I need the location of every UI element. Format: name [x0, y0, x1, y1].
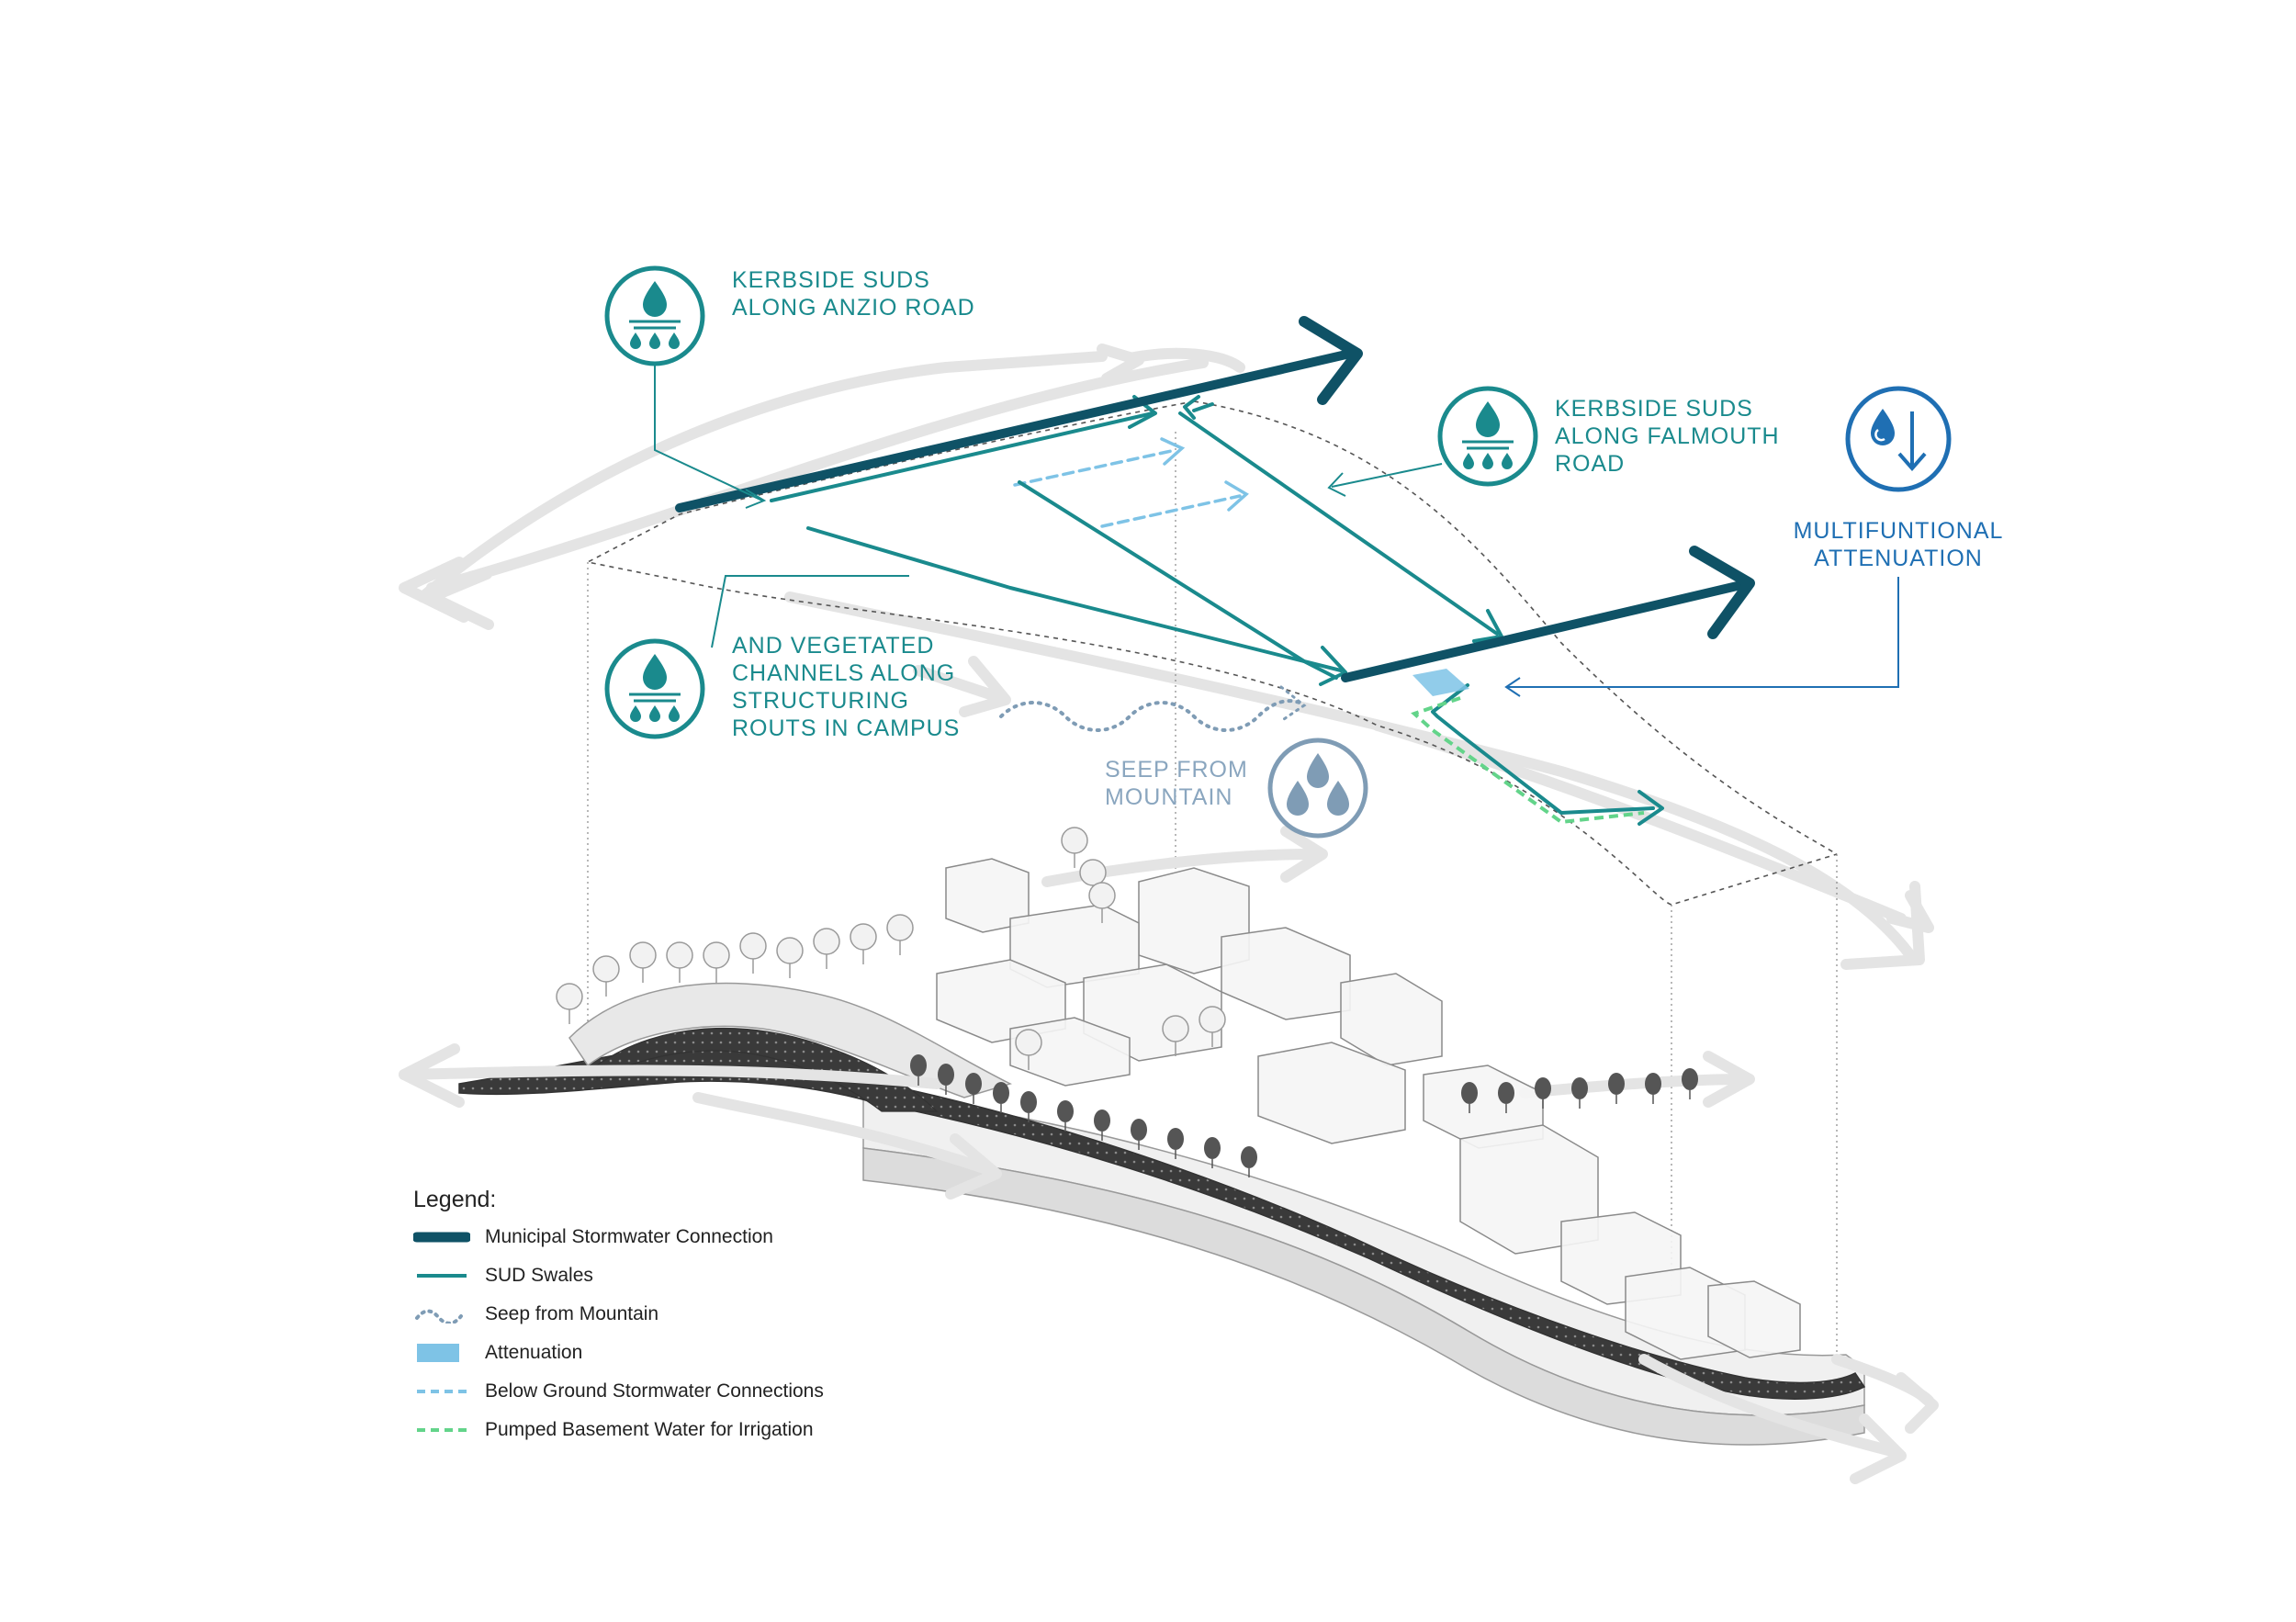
leader-lines [654, 366, 1899, 697]
suds-icon [1437, 386, 1538, 487]
seep-arrowhead [1279, 685, 1307, 723]
callout-anzio: KERBSIDE SUDS ALONG ANZIO ROAD [732, 266, 975, 321]
callout-anzio-line1: KERBSIDE SUDS [732, 267, 930, 293]
legend-item-swales: SUD Swales [413, 1262, 593, 1290]
legend-item-municipal: Municipal Stormwater Connection [413, 1223, 773, 1251]
legend-swatch-seep [413, 1305, 470, 1324]
legend-label: Seep from Mountain [485, 1303, 659, 1324]
attenuation-area [1412, 669, 1469, 696]
legend-item-below-ground: Below Ground Stormwater Connections [413, 1378, 824, 1405]
legend-swatch-irrigation [413, 1421, 470, 1439]
legend-swatch-swales [413, 1267, 470, 1285]
legend-item-attenuation: Attenuation [413, 1339, 582, 1367]
callout-vegetated-line3: STRUCTURING [732, 688, 909, 714]
callout-vegetated-line2: CHANNELS ALONG [732, 660, 956, 686]
callout-vegetated: AND VEGETATED CHANNELS ALONG STRUCTURING… [732, 632, 960, 742]
legend-title: Legend: [413, 1187, 497, 1212]
legend-item-irrigation: Pumped Basement Water for Irrigation [413, 1416, 814, 1444]
legend-swatch-below-ground [413, 1382, 470, 1401]
legend-swatch-attenuation [413, 1344, 470, 1362]
callout-falmouth: KERBSIDE SUDS ALONG FALMOUTH ROAD [1555, 395, 1780, 478]
site-model [399, 826, 1939, 1484]
legend-label: Below Ground Stormwater Connections [485, 1380, 824, 1402]
callout-falmouth-line3: ROAD [1555, 451, 1626, 477]
callout-seep-line1: SEEP FROM [1105, 757, 1248, 783]
callout-vegetated-line4: ROUTS IN CAMPUS [732, 715, 961, 741]
projection-lines [587, 432, 1838, 1359]
legend-label: Pumped Basement Water for Irrigation [485, 1419, 814, 1440]
callout-anzio-line2: ALONG ANZIO ROAD [732, 295, 975, 321]
attenuation-icon [1845, 386, 1952, 492]
callout-falmouth-line1: KERBSIDE SUDS [1555, 396, 1753, 422]
callout-falmouth-line2: ALONG FALMOUTH [1555, 423, 1780, 449]
callout-attenuation-line1: MULTIFUNTIONAL [1793, 518, 2004, 544]
legend-label: Municipal Stormwater Connection [485, 1226, 773, 1247]
seep-wave [999, 699, 1301, 732]
top-plane-outline [585, 400, 1838, 906]
legend-item-seep: Seep from Mountain [413, 1301, 658, 1328]
seep-icon [1267, 738, 1368, 839]
legend-swatch-municipal [413, 1228, 470, 1246]
suds-icon [604, 638, 705, 739]
legend-label: SUD Swales [485, 1265, 593, 1286]
sud-swales [770, 395, 1664, 826]
callout-seep: SEEP FROM MOUNTAIN [1105, 756, 1248, 811]
suds-icon [604, 265, 705, 366]
municipal-stormwater [675, 316, 1755, 682]
irrigation-line [1411, 696, 1645, 825]
callout-vegetated-line1: AND VEGETATED [732, 633, 935, 659]
callout-attenuation-line2: ATTENUATION [1814, 546, 1983, 571]
below-ground-connections [1013, 437, 1249, 528]
legend-label: Attenuation [485, 1342, 583, 1363]
callout-seep-line2: MOUNTAIN [1105, 784, 1233, 810]
callout-attenuation: MULTIFUNTIONAL ATTENUATION [1788, 517, 2009, 572]
